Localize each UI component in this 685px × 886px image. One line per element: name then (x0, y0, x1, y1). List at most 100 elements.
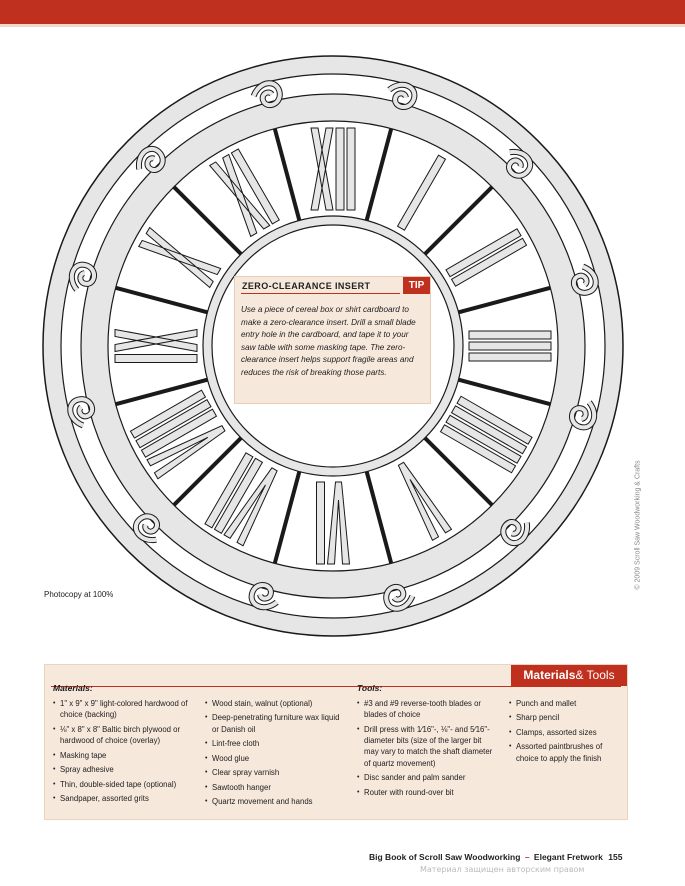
tip-box: ZERO-CLEARANCE INSERT TIP Use a piece of… (234, 276, 431, 404)
materials-tools-badge: Materials& Tools (511, 665, 627, 686)
numeral-stroke (445, 414, 522, 464)
numeral-stroke (335, 127, 345, 211)
tools-heading: Tools: (357, 683, 383, 693)
top-color-bar (0, 0, 685, 27)
list-item: #3 and #9 reverse-tooth blades or blades… (357, 698, 497, 721)
numeral-stroke (396, 154, 447, 231)
list-item: Sharp pencil (509, 712, 621, 724)
list-item: Clear spray varnish (205, 767, 345, 779)
tools-list-2: Punch and malletSharp pencilClamps, asso… (509, 698, 621, 764)
copyright-watermark: Материал защищен авторским правом (420, 865, 585, 874)
list-item: Drill press with 1⁄16"-, ⅛"- and 5⁄16"-d… (357, 724, 497, 769)
numeral-stroke (135, 399, 212, 449)
numeral-divider (172, 436, 243, 507)
numeral-stroke (468, 352, 552, 362)
materials-list-1: 1" x 9" x 9" light-colored hardwood of c… (53, 698, 203, 805)
panel-divider (51, 686, 621, 687)
numeral-divider (458, 285, 551, 315)
numeral-stroke (230, 148, 280, 225)
page-footer: Big Book of Scroll Saw Woodworking – Ele… (369, 852, 674, 862)
numeral-stroke (397, 461, 453, 542)
tools-heading-spacer (509, 683, 621, 695)
numeral-stroke (456, 395, 533, 445)
tools-list-1: #3 and #9 reverse-tooth blades or blades… (357, 698, 497, 798)
materials-column-2: Wood stain, walnut (optional) Deep-penetr… (205, 683, 345, 811)
clock-numeral (310, 127, 394, 221)
list-item: Wood stain, walnut (optional) (205, 698, 345, 710)
photocopy-note: Photocopy at 100% (44, 590, 114, 599)
list-item: Spray adhesive (53, 764, 203, 776)
list-item: Sandpaper, assorted grits (53, 793, 203, 805)
numeral-divider (115, 285, 208, 315)
list-item: Quartz movement and hands (205, 796, 345, 808)
numeral-stroke (445, 228, 522, 278)
tip-body: Use a piece of cereal box or shirt cardb… (241, 305, 416, 377)
numeral-stroke (208, 153, 271, 238)
footer-section: Elegant Fretwork (533, 852, 603, 862)
numeral-stroke (204, 452, 254, 529)
numeral-group (114, 127, 552, 565)
list-item: Lint-free cloth (205, 738, 345, 750)
numeral-stroke (346, 127, 356, 211)
tip-title: ZERO-CLEARANCE INSERT (242, 281, 371, 291)
clock-numeral (208, 128, 302, 238)
clock-numeral (114, 285, 208, 363)
materials-list-2: Wood stain, walnut (optional) Deep-penetr… (205, 698, 345, 808)
materials-tools-panel: Materials& Tools Materials: 1" x 9" x 9"… (44, 664, 628, 820)
clock-numeral (364, 461, 453, 564)
numeral-stroke (146, 425, 226, 480)
list-item: Deep-penetrating furniture wax liquid or… (205, 712, 345, 735)
page-number: 155 (608, 852, 623, 862)
clock-numeral (396, 154, 494, 256)
numeral-divider (172, 185, 243, 256)
footer-book-title: Big Book of Scroll Saw Woodworking (369, 852, 521, 862)
numeral-divider (272, 128, 302, 221)
tools-column-2: Punch and malletSharp pencilClamps, asso… (509, 683, 621, 767)
tip-badge: TIP (403, 277, 430, 294)
numeral-stroke (468, 330, 552, 340)
badge-rest: & Tools (575, 668, 615, 682)
numeral-divider (272, 471, 302, 564)
numeral-divider (115, 377, 208, 407)
copyright-text: © 2009 Scroll Saw Woodworking & Crafts (634, 460, 642, 590)
numeral-stroke (140, 408, 218, 458)
numeral-stroke (137, 226, 222, 289)
list-item: Masking tape (53, 750, 203, 762)
tools-column-1: Tools: #3 and #9 reverse-tooth blades or… (357, 683, 497, 801)
numeral-divider (364, 128, 394, 221)
numeral-divider (364, 471, 394, 564)
numeral-stroke (114, 328, 198, 353)
numeral-stroke (450, 405, 528, 455)
list-item: Assorted paintbrushes of choice to apply… (509, 741, 621, 764)
footer-separator: – (524, 852, 530, 862)
numeral-stroke (326, 481, 351, 565)
list-item: Sawtooth hanger (205, 782, 345, 794)
clock-numeral (458, 330, 552, 407)
clock-numeral (137, 185, 243, 289)
list-item: Clamps, assorted sizes (509, 727, 621, 739)
list-item: Router with round-over bit (357, 787, 497, 799)
list-item: Punch and mallet (509, 698, 621, 710)
tip-divider (241, 293, 400, 294)
list-item: Disc sander and palm sander (357, 772, 497, 784)
numeral-stroke (450, 237, 528, 287)
materials-column-1: Materials: 1" x 9" x 9" light-colored ha… (53, 683, 203, 808)
clock-numeral (272, 471, 351, 565)
numeral-stroke (213, 457, 264, 534)
numeral-divider (423, 436, 494, 507)
clock-numeral (115, 377, 226, 480)
numeral-divider (423, 185, 494, 256)
numeral-stroke (114, 354, 198, 363)
materials-heading-spacer (205, 683, 345, 695)
list-item: Wood glue (205, 753, 345, 765)
clock-numeral (445, 228, 551, 315)
numeral-divider (458, 377, 551, 407)
badge-bold: Materials (523, 668, 576, 682)
clock-numeral (172, 436, 278, 547)
list-item: Thin, double-sided tape (optional) (53, 779, 203, 791)
list-item: ⅛" x 8" x 8" Baltic birch plywood or har… (53, 724, 203, 747)
clock-numeral (423, 395, 533, 507)
numeral-stroke (223, 467, 278, 547)
numeral-stroke (310, 127, 334, 211)
materials-heading: Materials: (53, 683, 93, 693)
